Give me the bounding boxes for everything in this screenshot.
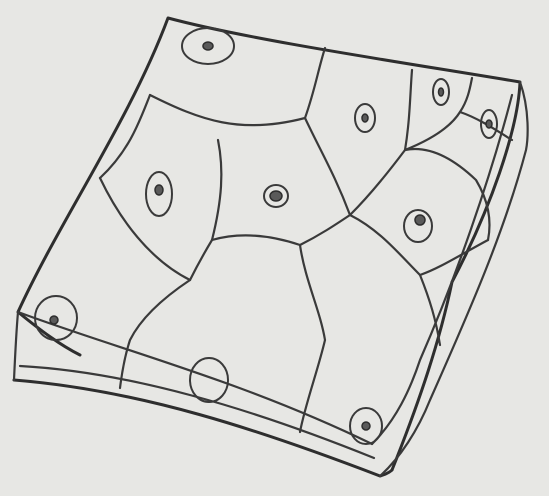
- epithelium-sketch: [0, 0, 549, 496]
